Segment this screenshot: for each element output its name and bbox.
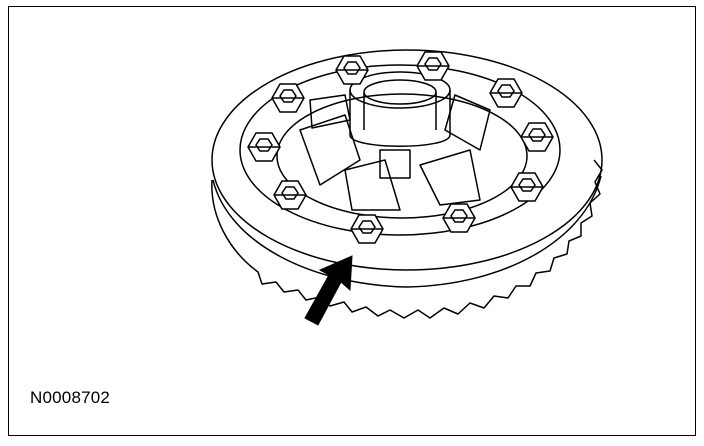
hex-bolt-icon	[489, 78, 523, 108]
hex-bolt-icon	[442, 203, 476, 233]
hex-bolt-icon	[247, 132, 281, 162]
hex-bolt-icon	[416, 51, 450, 81]
carrier-flange	[239, 64, 561, 236]
figure-code-label: N0008702	[30, 388, 111, 407]
hub-bearing	[349, 90, 451, 147]
hex-bolt-icon	[520, 122, 554, 152]
ring-gear-face	[211, 49, 603, 271]
ring-gear-teeth	[211, 159, 603, 319]
hex-bolt-icon	[335, 55, 369, 85]
bolt-group	[247, 51, 554, 244]
hex-bolt-icon	[271, 83, 305, 113]
hex-bolt-icon	[273, 180, 307, 210]
hex-bolt-icon	[350, 214, 384, 244]
callout-arrow-icon	[304, 255, 353, 326]
figure-frame	[8, 6, 696, 436]
hex-bolt-icon	[510, 172, 544, 202]
